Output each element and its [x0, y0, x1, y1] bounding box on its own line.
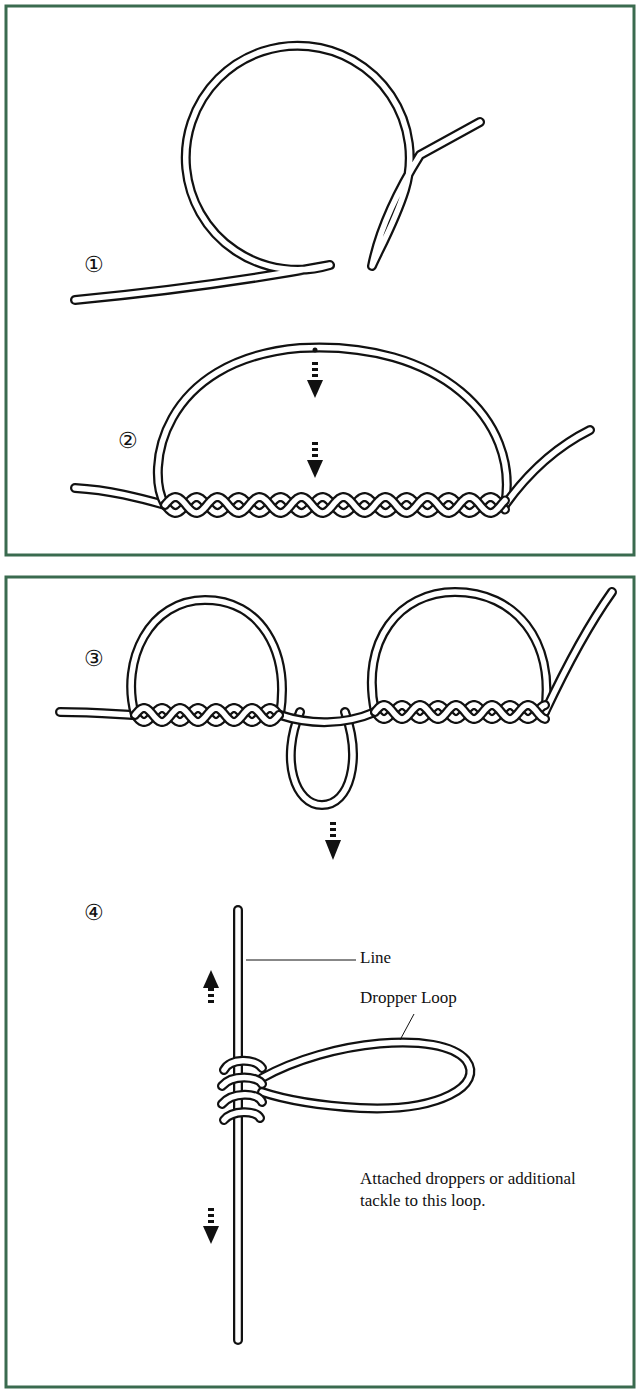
step-number: ③: [84, 646, 104, 672]
part-label: Line: [360, 948, 391, 968]
step-number: ④: [84, 900, 104, 926]
rope-twist: [375, 705, 545, 719]
rope-twists: [135, 497, 545, 722]
panel-frame: [6, 577, 634, 1387]
rope-twist: [165, 497, 505, 513]
rope-twist: [375, 705, 545, 719]
rope-twist: [165, 497, 505, 513]
rope-twist: [165, 497, 505, 513]
rope-twist: [375, 705, 545, 719]
part-label: Dropper Loop: [360, 988, 457, 1008]
pull-arrows: [203, 348, 341, 1245]
step-number: ②: [118, 428, 138, 454]
panel-frame: [6, 6, 634, 555]
rope-twist: [135, 708, 279, 722]
rope-twist: [135, 708, 279, 722]
note-text: Attached droppers or additional tackle t…: [360, 1168, 590, 1212]
step-number: ①: [84, 252, 104, 278]
rope-twist: [375, 705, 545, 719]
rope-twist: [135, 708, 279, 722]
rope-twist: [165, 497, 505, 513]
rope: [60, 46, 612, 1340]
rope-twist: [135, 708, 279, 722]
